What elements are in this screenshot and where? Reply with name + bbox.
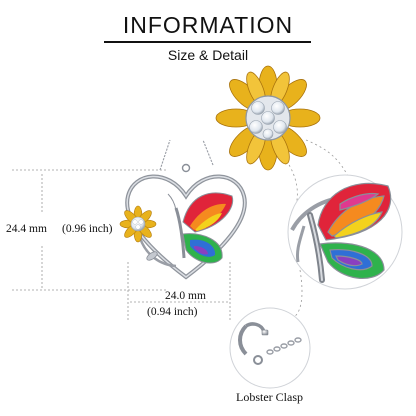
necklace-chain: [159, 139, 214, 171]
butterfly-charm-small: [167, 192, 234, 264]
page-title: INFORMATION: [122, 12, 294, 38]
crystal-stones: [249, 101, 287, 140]
sunflower-charm-small: [119, 205, 157, 243]
lobster-clasp-detail: [229, 307, 311, 389]
bail-ring: [181, 163, 191, 173]
page-subtitle: Size & Detail: [167, 47, 249, 63]
lobster-clasp-label: Lobster Clasp: [236, 390, 303, 404]
sunflower-detail: [215, 65, 321, 171]
width-mm-label: 24.0 mm: [165, 290, 206, 302]
title-underline: [104, 41, 311, 43]
dimension-guides: [12, 169, 231, 320]
height-inch-label: (0.96 inch): [62, 223, 113, 235]
height-mm-label: 24.4 mm: [6, 223, 47, 235]
width-inch-label: (0.94 inch): [147, 306, 198, 318]
butterfly-detail: [287, 174, 403, 290]
